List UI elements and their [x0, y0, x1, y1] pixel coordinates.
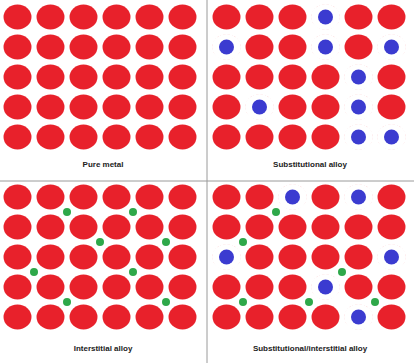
panel-label: Substitutional alloy: [273, 160, 347, 170]
atom-grid: [210, 2, 408, 152]
atom-grid: [1, 182, 199, 332]
atom-grid: [1, 2, 199, 152]
atom-grid: [210, 182, 408, 332]
substitute-atoms: [212, 4, 406, 150]
panel-label: Interstitial alloy: [74, 344, 133, 354]
interstitial-atoms: [30, 208, 170, 306]
panel-label: Substitutional/interstitial alloy: [253, 344, 367, 354]
panel-label: Pure metal: [83, 160, 124, 170]
panel-divider: [0, 181, 414, 182]
interstitial-atoms: [239, 208, 379, 306]
substitute-atoms: [212, 184, 406, 330]
